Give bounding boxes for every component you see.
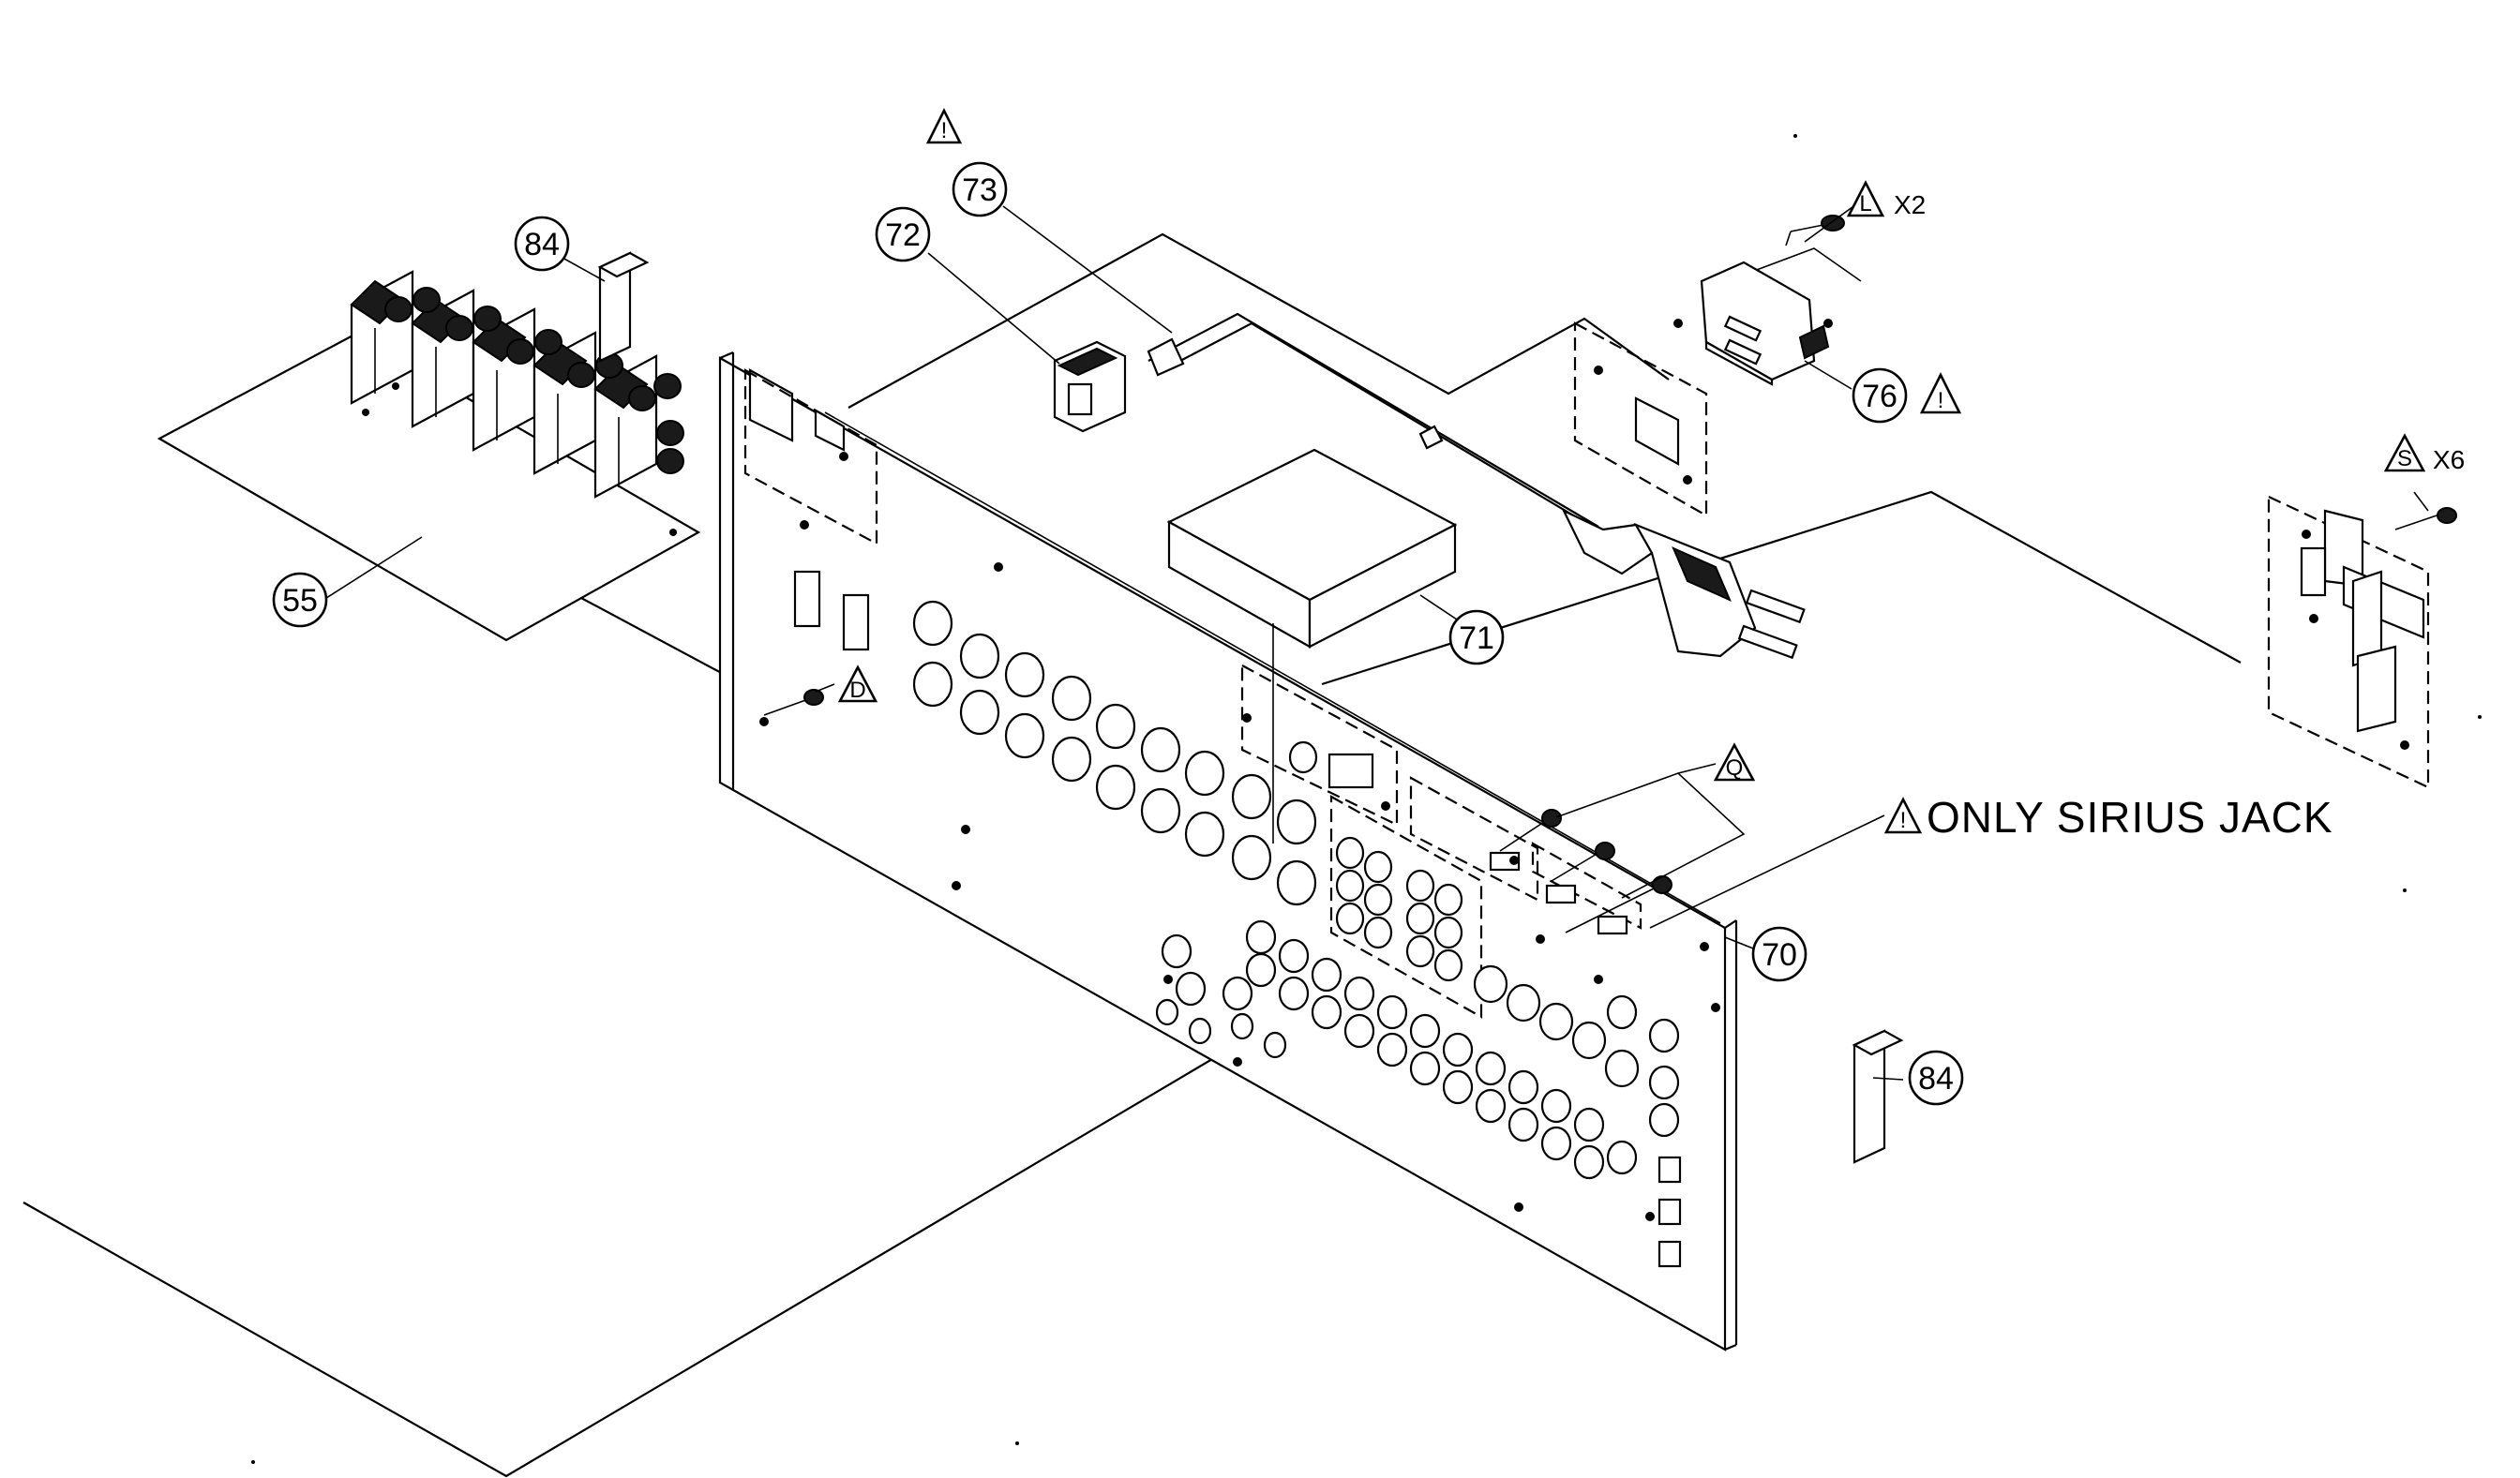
svg-text:84: 84 (1918, 1061, 1954, 1097)
sirius-note: ! ONLY SIRIUS JACK (1883, 793, 2333, 842)
stray-marks (251, 134, 2482, 1464)
leader-lines (322, 205, 1904, 1081)
power-cord-73 (1147, 312, 1806, 660)
callout-73: 73 (952, 161, 1008, 217)
svg-text:73: 73 (962, 172, 998, 208)
panel-jack-holes (912, 600, 1680, 1180)
callout-76: 76 (1852, 367, 1908, 424)
svg-text:55: 55 (282, 583, 318, 619)
svg-text:L: L (1859, 191, 1871, 216)
screw-q-set (1499, 763, 1746, 933)
screw-d-triangle-icon: D (837, 664, 878, 703)
ac-inlet-mount-plate (1573, 247, 1862, 517)
svg-text:71: 71 (1459, 620, 1494, 656)
callout-84-bottom: 84 (1908, 1050, 1964, 1106)
spacer-84-top (597, 251, 650, 363)
sirius-note-mark: ! (1900, 808, 1907, 833)
callout-72: 72 (875, 206, 931, 262)
sirius-bracket (2267, 491, 2457, 789)
warning-triangle-icon-top: ! (925, 108, 963, 144)
svg-text:76: 76 (1862, 379, 1898, 414)
callout-55: 55 (272, 572, 328, 628)
warning-triangle-icon-76: ! (1919, 372, 1962, 414)
panel-screw-points (759, 452, 1720, 1221)
svg-text:S: S (2397, 446, 2412, 471)
svg-text:D: D (849, 678, 865, 703)
screw-l (1785, 203, 1857, 246)
callout-84-top: 84 (514, 216, 570, 272)
screw-l-triangle-icon: L (1846, 180, 1885, 217)
cord-bushing-72 (1053, 340, 1127, 433)
svg-text:84: 84 (524, 227, 560, 262)
svg-text:!: ! (1938, 388, 1944, 413)
sirius-note-text: ONLY SIRIUS JACK (1927, 793, 2333, 842)
svg-text:Q: Q (1726, 755, 1744, 781)
callout-71: 71 (1448, 609, 1505, 665)
svg-text:70: 70 (1762, 937, 1797, 973)
screw-s-quantity: X6 (2433, 445, 2465, 474)
callout-70: 70 (1751, 926, 1808, 982)
screw-q-triangle-icon: Q (1713, 742, 1756, 782)
svg-text:!: ! (941, 118, 948, 143)
packing-block-71 (1166, 448, 1458, 649)
screw-d (763, 683, 835, 716)
screw-s-triangle-icon: S (2383, 433, 2426, 472)
ac-inlet-76 (1673, 261, 1833, 386)
speaker-terminal-block (350, 270, 684, 499)
screw-l-quantity: X2 (1894, 190, 1926, 219)
svg-text:72: 72 (885, 217, 921, 253)
spacer-84-bottom (1852, 1029, 1904, 1164)
terminal-pcb-55 (157, 270, 701, 642)
